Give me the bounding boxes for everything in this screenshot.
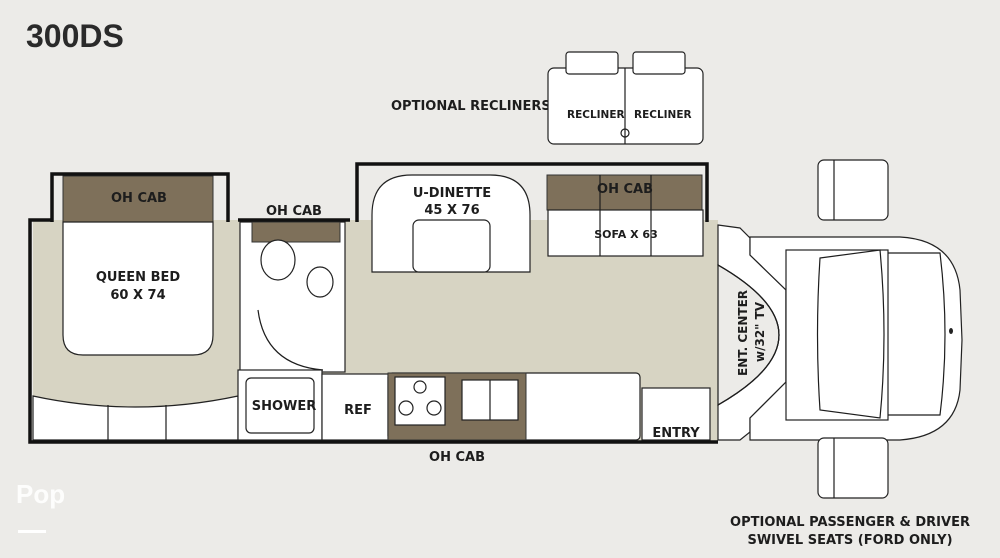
optional-recliners-label: OPTIONAL RECLINERS [391, 99, 551, 114]
oh-cab-sofa-label: OH CAB [597, 182, 653, 197]
oh-cab-bath-label: OH CAB [266, 204, 322, 219]
ent-center-tv-label: w/32" TV [753, 301, 767, 362]
sofa-label: SOFA X 63 [594, 228, 658, 241]
sofa [547, 209, 704, 257]
galley-side: SHOWER REF ENTRY OH CAB [237, 369, 711, 465]
queen-bed [62, 221, 214, 356]
queen-bed-label: QUEEN BED [96, 270, 181, 285]
entertainment-center: ENT. CENTER w/32" TV [717, 263, 780, 407]
bedroom: OH CAB QUEEN BED 60 X 74 [32, 172, 239, 441]
ent-center-label: ENT. CENTER [736, 290, 750, 376]
watermark-logo: Pop [16, 479, 65, 509]
optional-swivel-seats: OPTIONAL PASSENGER & DRIVER SWIVEL SEATS… [730, 159, 970, 548]
shower-label: SHOWER [252, 399, 317, 414]
toilet [260, 239, 296, 281]
recliner-left-label: RECLINER [567, 109, 625, 121]
optional-recliners: OPTIONAL RECLINERS RECLINER RECLINER [391, 51, 704, 145]
oh-cab-bedroom-label: OH CAB [111, 191, 167, 206]
passenger-seat [817, 437, 889, 499]
model-title: 300DS [26, 18, 124, 54]
ref-label: REF [344, 403, 372, 418]
u-dinette-label: U-DINETTE [413, 186, 491, 201]
refrigerator [321, 373, 389, 441]
u-dinette-size: 45 X 76 [424, 203, 479, 218]
oh-cab-galley-label: OH CAB [429, 450, 485, 465]
bathroom: OH CAB [239, 204, 346, 373]
recliner-right-label: RECLINER [634, 109, 692, 121]
driver-seat [817, 159, 889, 221]
optional-seats-line1: OPTIONAL PASSENGER & DRIVER [730, 515, 970, 530]
dinette: U-DINETTE 45 X 76 [355, 162, 545, 273]
sofa-slide: OH CAB SOFA X 63 [545, 162, 709, 257]
queen-bed-size: 60 X 74 [110, 288, 165, 303]
shower [245, 377, 315, 434]
watermark-bar [18, 530, 46, 533]
optional-seats-line2: SWIVEL SEATS (FORD ONLY) [747, 533, 952, 548]
sink [306, 266, 334, 298]
entry-label: ENTRY [652, 426, 700, 441]
entry-door [641, 387, 711, 441]
